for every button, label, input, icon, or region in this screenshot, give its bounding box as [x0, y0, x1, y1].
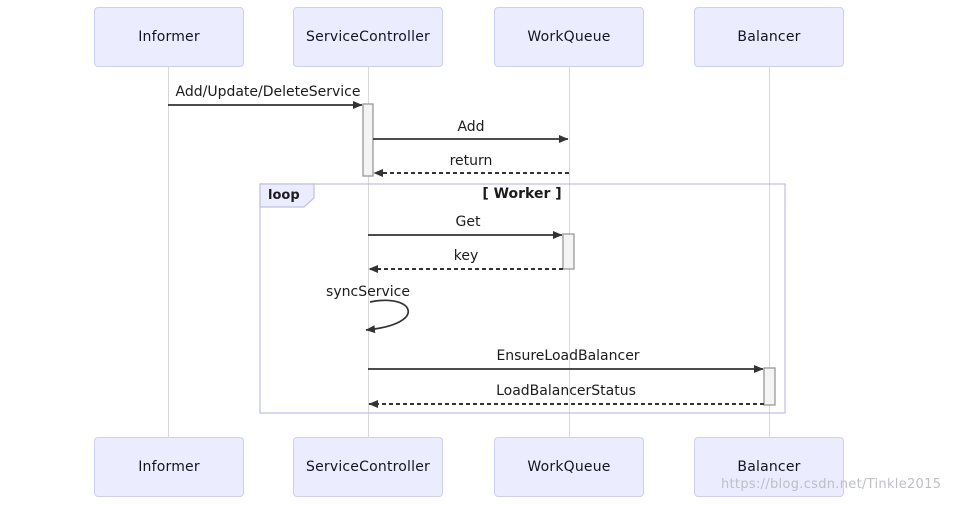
- message-label-ensureloadbalancer: EnsureLoadBalancer: [496, 348, 640, 364]
- lifeline-informer: [168, 67, 169, 437]
- message-label-add-update-deleteservice: Add/Update/DeleteService: [175, 84, 361, 100]
- loop-condition: [ Worker ]: [482, 186, 562, 202]
- message-label-syncservice: syncService: [326, 284, 410, 300]
- participant-bottom-workqueue: WorkQueue: [494, 437, 644, 497]
- participant-top-workqueue: WorkQueue: [494, 7, 644, 67]
- participant-bottom-servicecontroller: ServiceController: [293, 437, 443, 497]
- lifeline-balancer: [769, 67, 770, 437]
- loop-label: loop: [268, 188, 300, 203]
- message-label-add: Add: [457, 119, 485, 135]
- lifeline-workqueue: [569, 67, 570, 437]
- participant-label: ServiceController: [305, 459, 430, 475]
- participant-label: WorkQueue: [527, 29, 611, 45]
- message-label-loadbalancerstatus: LoadBalancerStatus: [496, 383, 636, 399]
- csdn-watermark: https://blog.csdn.net/Tinkle2015: [721, 477, 942, 492]
- message-label-key: key: [453, 248, 479, 264]
- participant-top-informer: Informer: [94, 7, 244, 67]
- message-arrow-syncservice-selfloop: [365, 299, 409, 334]
- participant-bottom-informer: Informer: [94, 437, 244, 497]
- participant-label: WorkQueue: [527, 459, 611, 475]
- message-label-get: Get: [455, 214, 481, 230]
- participant-label: ServiceController: [305, 29, 430, 45]
- participant-top-servicecontroller: ServiceController: [293, 7, 443, 67]
- message-label-return: return: [449, 153, 493, 169]
- participant-label: Balancer: [737, 29, 801, 45]
- participant-label: Informer: [138, 459, 200, 475]
- lifeline-servicecontroller: [368, 67, 369, 437]
- participant-label: Balancer: [737, 459, 801, 475]
- participant-bottom-balancer: Balancer: [694, 437, 844, 497]
- participant-top-balancer: Balancer: [694, 7, 844, 67]
- participant-label: Informer: [138, 29, 200, 45]
